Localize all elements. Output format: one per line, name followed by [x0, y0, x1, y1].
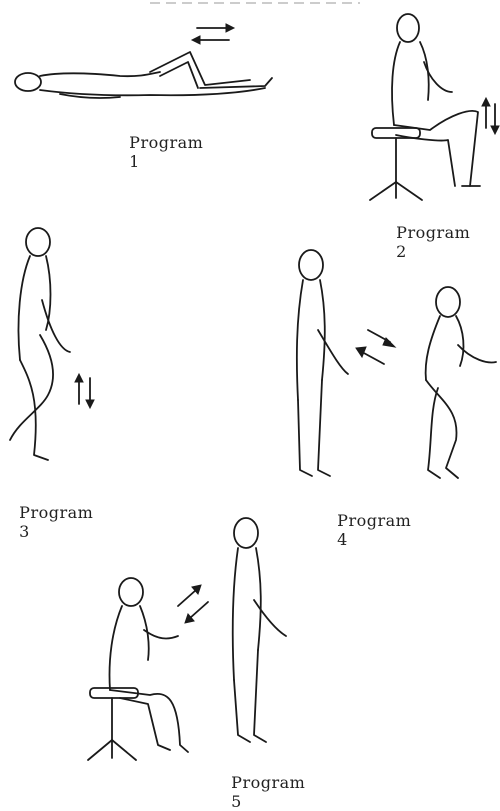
program-3-caption: Program 3	[8, 484, 105, 541]
program-number: 5	[231, 792, 242, 811]
program-number: 3	[19, 522, 30, 541]
program-label: Program	[337, 511, 411, 530]
program-number: 2	[396, 242, 407, 261]
seated-figure-icon	[392, 14, 480, 186]
program-4-figure	[297, 250, 496, 478]
standing-figure-icon	[233, 518, 286, 742]
program-5-figure	[88, 518, 286, 760]
diagonal-double-arrow-icon	[178, 585, 208, 623]
horizontal-double-arrow-icon	[192, 24, 234, 44]
stool-icon	[88, 688, 138, 760]
program-3-figure	[10, 228, 94, 460]
supine-figure-icon	[15, 52, 272, 98]
program-label: Program	[396, 223, 470, 242]
program-number: 4	[337, 530, 348, 549]
program-1-caption: Program 1	[118, 114, 215, 171]
program-label: Program	[129, 133, 203, 152]
standing-figure-icon	[297, 250, 348, 476]
program-number: 1	[129, 152, 140, 171]
program-1-figure	[15, 24, 272, 98]
program-5-caption: Program 5	[220, 754, 317, 811]
diagonal-double-arrow-icon	[356, 330, 395, 364]
seated-figure-icon	[110, 578, 189, 752]
stool-icon	[370, 128, 422, 200]
exercise-program-diagram	[0, 0, 500, 776]
program-4-caption: Program 4	[326, 492, 423, 549]
half-squat-figure-icon	[426, 287, 496, 478]
vertical-double-arrow-icon	[482, 98, 499, 134]
vertical-double-arrow-icon	[75, 374, 94, 408]
program-2-figure	[370, 14, 499, 200]
program-2-caption: Program 2	[385, 204, 482, 261]
program-label: Program	[19, 503, 93, 522]
single-leg-stand-figure-icon	[10, 228, 70, 460]
